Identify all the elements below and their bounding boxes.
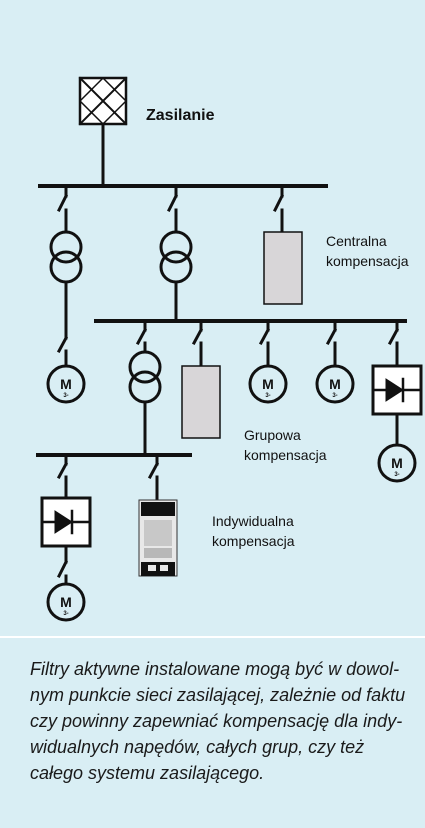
svg-text:M: M <box>329 376 341 392</box>
label-group-2: kompensacja <box>244 447 327 463</box>
motor-icon-5: M 3- <box>46 582 86 622</box>
label-individual-1: Indywidualna <box>212 513 294 529</box>
tertiary-switches <box>56 453 160 502</box>
svg-text:M: M <box>391 455 403 471</box>
svg-text:M: M <box>60 376 72 392</box>
transformer-3-icon <box>128 350 162 457</box>
caption-line-5: całego systemu zasilającego. <box>30 763 265 783</box>
label-central-1: Centralna <box>326 233 387 249</box>
motor-icon-2: M 3- <box>248 364 288 404</box>
branch-2 <box>166 184 179 234</box>
label-group-1: Grupowa <box>244 427 301 443</box>
branch-3 <box>272 184 285 234</box>
individual-compensator <box>138 499 178 577</box>
caption-line-4: widualnych napędów, całych grup, czy też <box>30 737 365 757</box>
transformer-2-icon <box>159 230 193 323</box>
svg-text:3-: 3- <box>63 393 68 399</box>
transformer-1-icon <box>49 230 83 284</box>
caption-line-2: nym punkcie sieci zasilającej, zależnie … <box>30 685 406 705</box>
svg-text:M: M <box>262 376 274 392</box>
svg-text:3-: 3- <box>265 393 270 399</box>
branch-1-lower <box>56 280 69 368</box>
single-line-diagram: Zasilanie M 3- <box>36 76 423 622</box>
group-compensator <box>181 365 221 439</box>
secondary-switches <box>135 319 400 368</box>
active-filter-icon-1 <box>371 364 423 447</box>
motor-icon-1: M 3- <box>46 364 86 404</box>
motor-icon-4: M 3- <box>377 443 417 483</box>
svg-text:3-: 3- <box>332 393 337 399</box>
label-central-2: kompensacja <box>326 253 409 269</box>
caption-line-1: Filtry aktywne instalowane mogą być w do… <box>30 659 400 679</box>
active-filter-icon-2 <box>40 496 92 586</box>
divider <box>0 636 425 638</box>
label-supply: Zasilanie <box>146 107 215 124</box>
motor-icon-3: M 3- <box>315 364 355 404</box>
label-individual-2: kompensacja <box>212 533 295 549</box>
branch-1 <box>56 184 69 234</box>
supply-source-icon <box>78 76 128 188</box>
central-compensator <box>263 231 303 305</box>
caption-line-3: czy powinny zapewniać kompensację dla in… <box>30 711 403 731</box>
svg-text:3-: 3- <box>394 472 399 478</box>
figure-caption: Filtry aktywne instalowane mogą być w do… <box>30 656 410 786</box>
svg-text:M: M <box>60 594 72 610</box>
svg-text:3-: 3- <box>63 611 68 617</box>
